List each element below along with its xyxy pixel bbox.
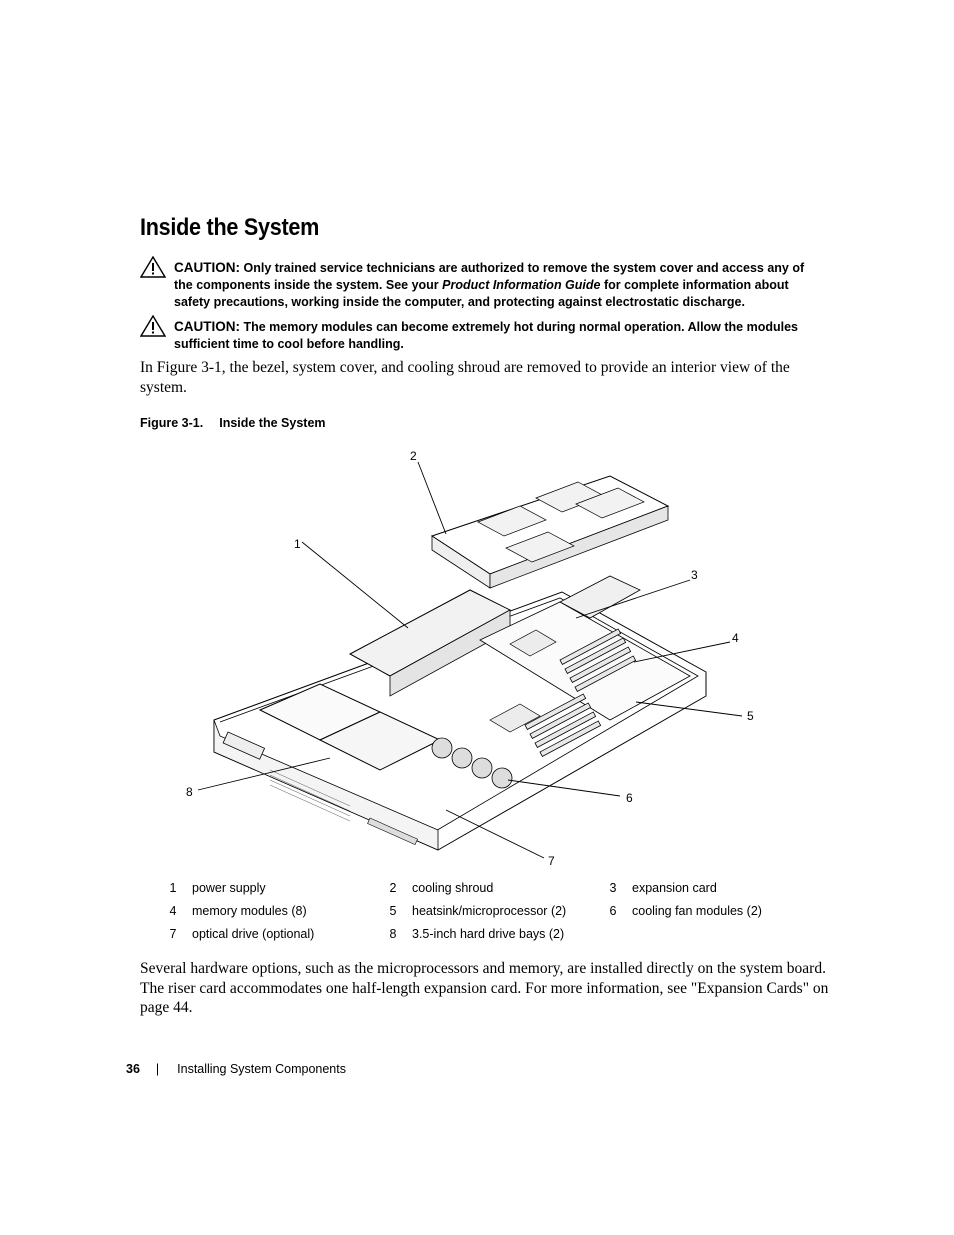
legend-label: cooling shroud — [412, 880, 494, 895]
caution-text-1: CAUTION: Only trained service technician… — [174, 259, 824, 311]
legend-label: expansion card — [632, 880, 717, 895]
expansion-card — [559, 575, 641, 619]
caution-text-2: CAUTION: The memory modules can become e… — [174, 318, 824, 353]
page-title: Inside the System — [140, 214, 320, 241]
legend-number: 3 — [609, 880, 617, 895]
legend-row: 7 optical drive (optional) 8 3.5-inch ha… — [160, 922, 820, 945]
legend-number: 2 — [389, 880, 397, 895]
optical-drive-slot — [367, 817, 418, 846]
warning-triangle-icon — [140, 256, 166, 278]
legend-label: memory modules (8) — [192, 903, 307, 918]
product-information-guide-ref: Product Information Guide — [442, 278, 601, 292]
callout-6: 6 — [626, 791, 633, 805]
callout-8: 8 — [186, 785, 193, 799]
shroud-vent-panels — [477, 481, 645, 563]
callout-2: 2 — [410, 449, 417, 463]
page-footer: 36 | Installing System Components — [126, 1062, 346, 1076]
caution-label-1: CAUTION: — [174, 260, 240, 275]
callout-7: 7 — [548, 854, 555, 868]
intro-paragraph: In Figure 3-1, the bezel, system cover, … — [140, 359, 790, 396]
figure-caption: Figure 3-1. Inside the System — [140, 416, 326, 430]
figure-number: Figure 3-1. — [140, 416, 204, 430]
legend-label: power supply — [192, 880, 266, 895]
callout-3: 3 — [691, 568, 698, 582]
chassis-handle — [222, 731, 266, 760]
legend-row: 4 memory modules (8) 5 heatsink/micropro… — [160, 899, 820, 922]
legend-number: 1 — [169, 880, 177, 895]
legend-empty-cell — [626, 922, 820, 945]
front-vent-pattern — [269, 769, 351, 822]
warning-triangle-icon — [140, 315, 166, 337]
legend-number: 6 — [609, 903, 617, 918]
callout-leaders — [197, 461, 743, 859]
legend-table: 1 power supply 2 cooling shroud 3 expans… — [160, 876, 820, 945]
legend-number: 8 — [389, 926, 397, 941]
caution-body-1a: Only trained service technicians are aut… — [174, 261, 805, 292]
caution-label-2: CAUTION: — [174, 319, 240, 334]
page-number: 36 — [126, 1062, 140, 1076]
caution-body-2: The memory modules can become extremely … — [174, 320, 798, 351]
legend-empty-cell — [600, 922, 626, 945]
legend-label: heatsink/microprocessor (2) — [412, 903, 567, 918]
legend-label: cooling fan modules (2) — [632, 903, 762, 918]
figure-legend: 1 power supply 2 cooling shroud 3 expans… — [160, 876, 820, 945]
system-interior-illustration: 1 2 3 4 5 6 7 8 — [186, 449, 754, 868]
callout-1: 1 — [294, 537, 301, 551]
body-paragraph: Several hardware options, such as the mi… — [140, 960, 829, 1016]
legend-number: 4 — [169, 903, 177, 918]
caution-body-1b: for complete information about safety pr… — [174, 278, 789, 309]
legend-label: 3.5-inch hard drive bays (2) — [412, 926, 565, 941]
footer-separator: | — [155, 1062, 160, 1076]
footer-section-title: Installing System Components — [177, 1062, 346, 1076]
figure-title: Inside the System — [219, 416, 326, 430]
callout-5: 5 — [747, 709, 754, 723]
legend-label: optical drive (optional) — [192, 926, 315, 941]
memory-modules — [524, 628, 637, 757]
cooling-fan-modules — [431, 737, 513, 789]
chassis-front-panel — [213, 719, 439, 851]
heatsinks — [489, 629, 557, 733]
callout-4: 4 — [732, 631, 739, 645]
caution-notice-2: CAUTION: The memory modules can become e… — [140, 315, 820, 354]
caution-notice-1: CAUTION: Only trained service technician… — [140, 256, 820, 311]
legend-number: 5 — [389, 903, 397, 918]
legend-number: 7 — [169, 926, 177, 941]
legend-row: 1 power supply 2 cooling shroud 3 expans… — [160, 876, 820, 899]
